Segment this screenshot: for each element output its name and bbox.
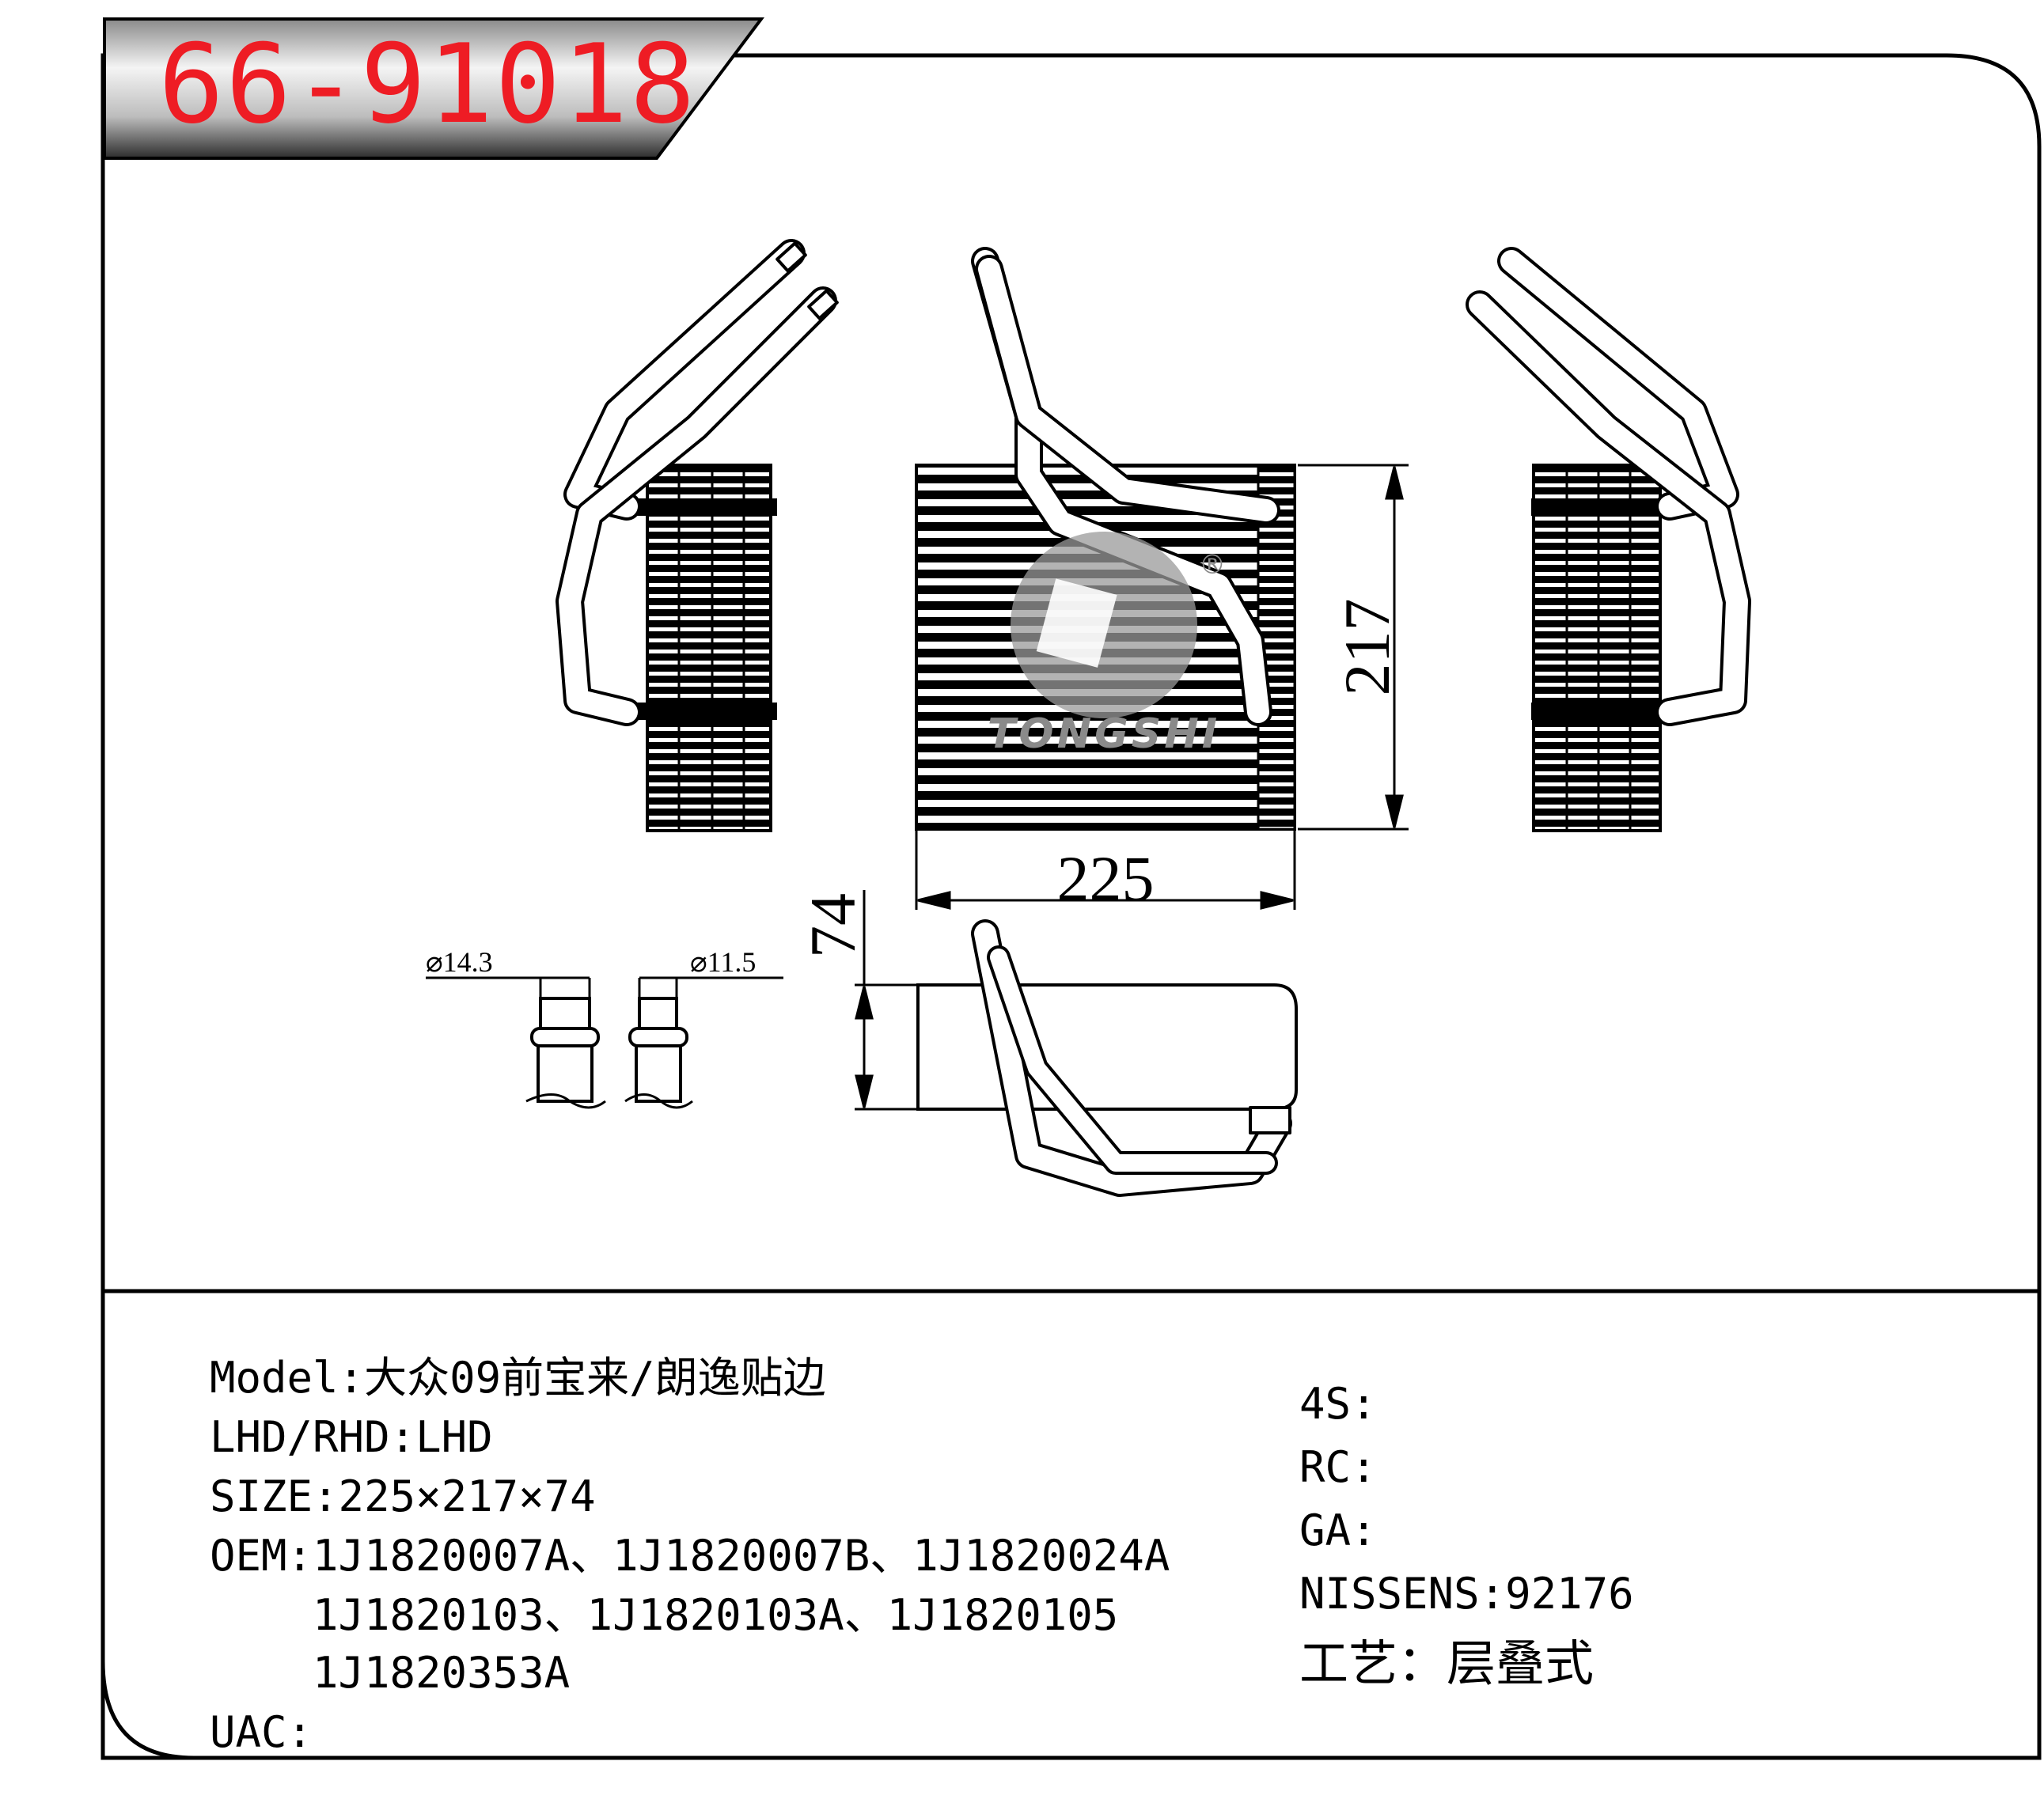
spec-oem-line-1: OEM:1J1820007A、1J1820007B、1J1820024A — [210, 1531, 1170, 1581]
refrigerant-pipes-right — [1466, 247, 1751, 726]
dimension-depth — [855, 890, 918, 1111]
spec-4s: 4S: — [1299, 1379, 1377, 1429]
dimension-width-label: 225 — [1057, 843, 1155, 915]
front-view: TONGSHI ® 217 225 — [915, 247, 1409, 915]
part-number: 66-91018 — [158, 21, 697, 148]
pipe-diameter-1-label: ⌀14.3 — [426, 946, 493, 978]
refrigerant-pipes-front — [971, 247, 1280, 726]
side-view-left — [556, 239, 839, 832]
pipe-diameter-2-label: ⌀11.5 — [690, 946, 757, 978]
core-side-left — [646, 464, 772, 832]
spec-nissens: NISSENS:92176 — [1299, 1569, 1634, 1619]
spec-model: Model:大众09前宝来/朗逸贴边 — [210, 1353, 826, 1403]
dimension-width — [915, 831, 1296, 910]
spec-size: SIZE:225×217×74 — [210, 1471, 596, 1521]
brand-logo: TONGSHI ® — [988, 532, 1226, 758]
spec-drive: LHD/RHD:LHD — [210, 1412, 493, 1462]
dimension-height-label: 217 — [1331, 599, 1403, 696]
spec-process: 工艺：层叠式 — [1299, 1634, 1595, 1692]
depth-view: 74 — [797, 890, 1298, 1197]
side-view-right — [1466, 247, 1751, 832]
core-side-right — [1532, 464, 1662, 832]
dimension-depth-label: 74 — [797, 893, 869, 958]
spec-oem-line-2: 1J1820103、1J1820103A、1J1820105 — [313, 1590, 1119, 1640]
pipe-diameter-detail — [426, 976, 783, 1109]
refrigerant-pipes-depth — [971, 919, 1292, 1197]
logo-text: TONGSHI — [988, 710, 1220, 758]
part-number-banner — [103, 17, 764, 160]
spec-oem-line-3: 1J1820353A — [313, 1648, 571, 1698]
dimension-height — [1298, 464, 1409, 831]
sheet-frame — [100, 53, 2042, 1760]
spec-uac: UAC: — [210, 1707, 313, 1757]
logo-registered-mark: ® — [1199, 549, 1226, 581]
refrigerant-pipes-left — [556, 239, 839, 726]
spec-ga: GA: — [1299, 1505, 1377, 1555]
spec-rc: RC: — [1299, 1442, 1377, 1492]
